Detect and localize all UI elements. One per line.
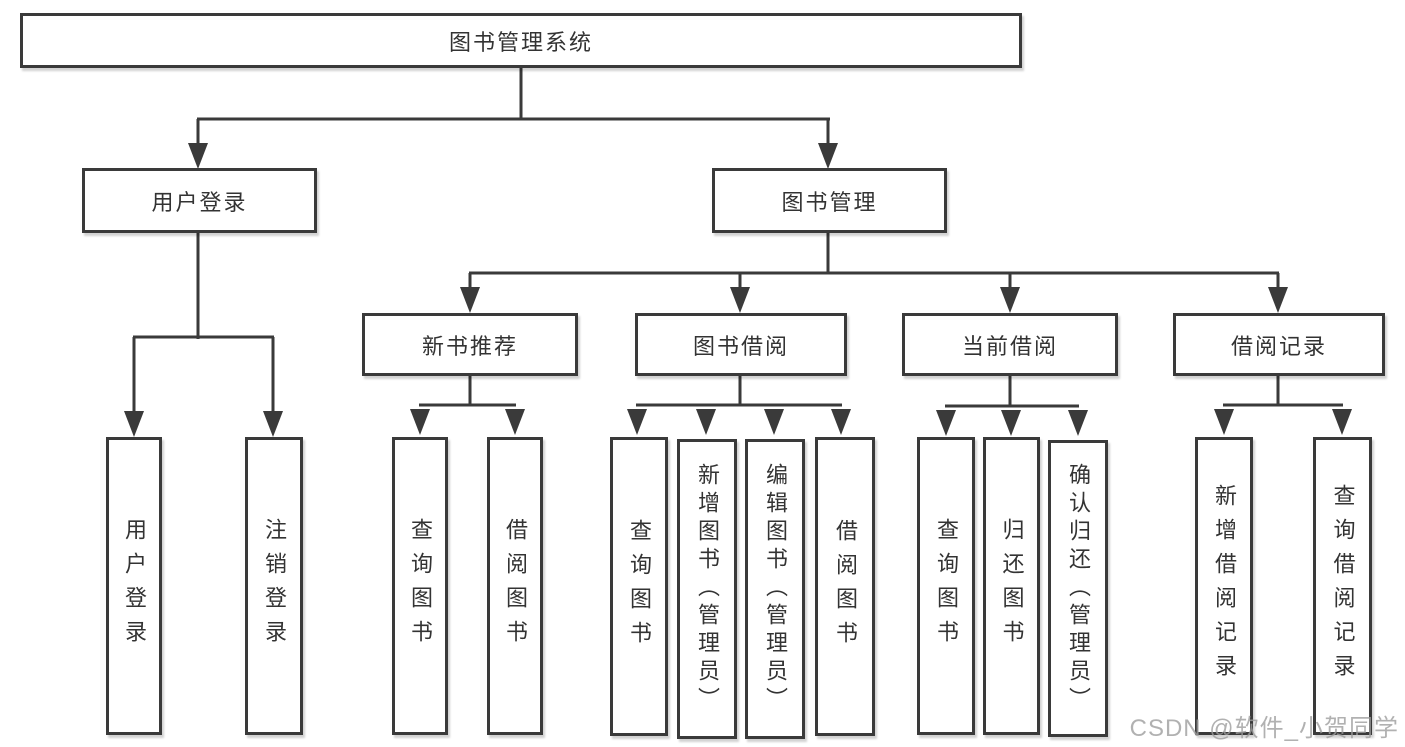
connector-user-login-bar <box>133 335 274 339</box>
node-current-borrow: 当前借阅 <box>902 313 1118 376</box>
arrow-to-book-management <box>818 143 838 169</box>
arrow-to-current-return-book <box>1001 410 1021 436</box>
connector-borrow-records-drop <box>1276 376 1280 406</box>
connector-new-book-bar <box>419 403 516 407</box>
arrow-to-borrow-query-book <box>627 409 647 435</box>
arrow-to-newrec-borrow-book <box>505 409 525 435</box>
connector-stem-leaf-logout <box>271 337 275 413</box>
leaf-current-confirm-return-admin: 确认归还（管理员） <box>1048 440 1108 737</box>
arrow-to-book-borrow <box>730 287 750 313</box>
node-book-management: 图书管理 <box>712 168 947 233</box>
connector-root-bar <box>197 117 830 121</box>
arrow-to-borrow-add-book <box>696 409 716 435</box>
arrow-to-current-query-book <box>936 410 956 436</box>
arrow-to-records-query <box>1332 409 1352 435</box>
connector-book-borrow-drop <box>738 376 742 406</box>
arrow-to-leaf-user-login <box>124 411 144 437</box>
csdn-watermark: CSDN @软件_小贺同学 <box>1129 715 1399 742</box>
leaf-current-return-book: 归还图书 <box>983 437 1040 735</box>
node-library-management-system: 图书管理系统 <box>20 13 1022 68</box>
leaf-logout: 注销登录 <box>245 437 303 735</box>
connector-stem-current-borrow <box>1008 273 1012 289</box>
leaf-borrow-add-book-admin: 新增图书（管理员） <box>677 439 737 739</box>
leaf-records-add-record: 新增借阅记录 <box>1195 437 1253 735</box>
node-user-login: 用户登录 <box>82 168 317 233</box>
connector-stem-borrow-records <box>1276 273 1280 289</box>
connector-root-drop <box>519 68 523 120</box>
connector-current-borrow-drop <box>1008 376 1012 407</box>
connector-book-management-drop <box>826 233 830 273</box>
connector-book-management-bar <box>469 271 1279 275</box>
arrow-to-leaf-logout <box>263 411 283 437</box>
arrow-to-current-confirm-return <box>1068 410 1088 436</box>
arrow-to-borrow-borrow-book <box>831 409 851 435</box>
connector-stem-new-book <box>468 273 472 289</box>
leaf-current-query-book: 查询图书 <box>917 437 975 735</box>
connector-current-borrow-bar <box>945 404 1079 408</box>
leaf-borrow-query-book: 查询图书 <box>610 437 668 736</box>
arrow-to-user-login <box>188 143 208 169</box>
arrow-to-newrec-query-book <box>410 409 430 435</box>
leaf-newrec-query-book: 查询图书 <box>392 437 448 735</box>
connector-stem-book-borrow <box>738 273 742 289</box>
arrow-to-records-add <box>1214 409 1234 435</box>
connector-new-book-drop <box>468 376 472 406</box>
node-borrow-records: 借阅记录 <box>1173 313 1385 376</box>
connector-stem-user-login <box>196 119 200 147</box>
leaf-newrec-borrow-book: 借阅图书 <box>487 437 543 735</box>
arrow-to-borrow-records <box>1268 287 1288 313</box>
connector-stem-leaf-user-login <box>132 337 136 413</box>
leaf-user-login: 用户登录 <box>106 437 162 735</box>
connector-borrow-records-bar <box>1223 403 1343 407</box>
connector-user-login-drop <box>196 233 200 339</box>
leaf-borrow-borrow-book: 借阅图书 <box>815 437 875 736</box>
arrow-to-current-borrow <box>1000 287 1020 313</box>
node-new-book-recommend: 新书推荐 <box>362 313 578 376</box>
arrow-to-new-book <box>460 287 480 313</box>
leaf-records-query-record: 查询借阅记录 <box>1313 437 1372 735</box>
connector-book-borrow-bar <box>636 403 842 407</box>
node-book-borrow: 图书借阅 <box>635 313 847 376</box>
leaf-borrow-edit-book-admin: 编辑图书（管理员） <box>745 439 805 739</box>
connector-stem-book-management <box>826 119 830 147</box>
arrow-to-borrow-edit-book <box>764 409 784 435</box>
